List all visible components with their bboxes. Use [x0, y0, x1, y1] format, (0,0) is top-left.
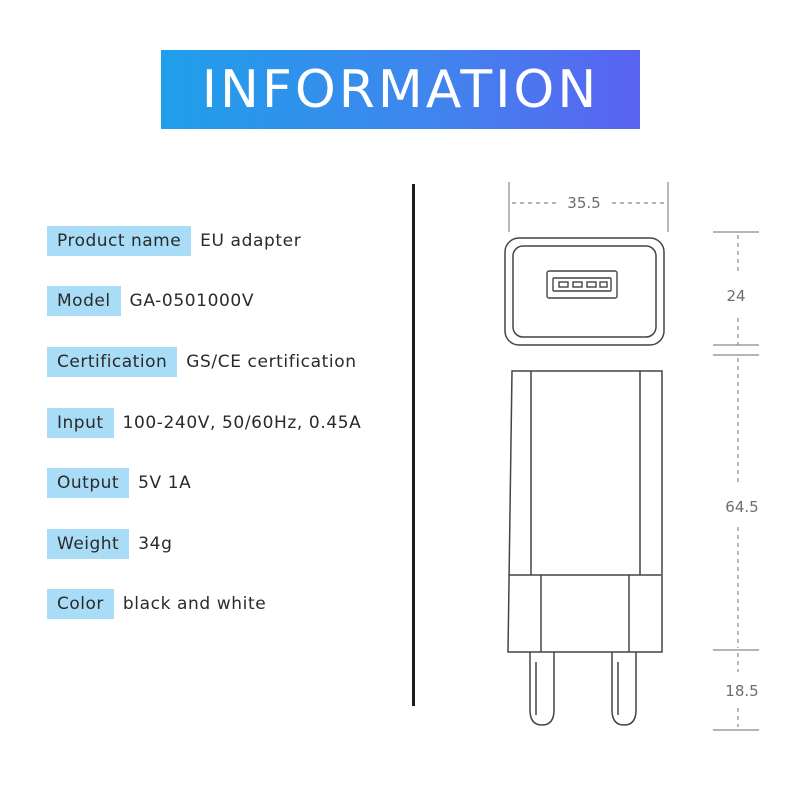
usb-port-icon — [546, 270, 618, 299]
width-label: 35.5 — [567, 194, 600, 212]
spec-row-certification: Certification GS/CE certification — [47, 347, 357, 377]
spec-label: Color — [47, 589, 114, 619]
height-dimension — [713, 231, 759, 731]
usb-head-outline — [504, 237, 665, 346]
charger-body-outline — [507, 370, 663, 653]
spec-value: black and white — [122, 594, 267, 614]
information-banner: INFORMATION — [161, 50, 640, 129]
pin-length-label: 18.5 — [725, 682, 758, 700]
vertical-divider — [412, 184, 415, 706]
spec-value: GA-0501000V — [129, 291, 255, 311]
spec-label: Output — [47, 468, 130, 498]
spec-label: Model — [47, 286, 121, 316]
spec-row-output: Output 5V 1A — [47, 468, 191, 498]
spec-row-input: Input 100-240V, 50/60Hz, 0.45A — [47, 408, 361, 438]
spec-label: Certification — [47, 347, 178, 377]
body-height-label: 64.5 — [725, 498, 758, 516]
spec-label: Input — [47, 408, 114, 438]
spec-value: EU adapter — [200, 231, 302, 251]
spec-value: 5V 1A — [138, 473, 192, 493]
spec-row-weight: Weight 34g — [47, 529, 172, 559]
plug-pins — [529, 652, 637, 726]
spec-label: Product name — [47, 226, 192, 256]
spec-value: 100-240V, 50/60Hz, 0.45A — [122, 413, 362, 433]
spec-label: Weight — [47, 529, 130, 559]
width-dimension — [508, 182, 669, 232]
banner-title: INFORMATION — [201, 59, 600, 120]
spec-row-color: Color black and white — [47, 589, 266, 619]
spec-value: GS/CE certification — [186, 352, 357, 372]
spec-row-model: Model GA-0501000V — [47, 286, 254, 316]
spec-row-product-name: Product name EU adapter — [47, 226, 301, 256]
spec-value: 34g — [138, 534, 173, 554]
head-height-label: 24 — [726, 287, 745, 305]
